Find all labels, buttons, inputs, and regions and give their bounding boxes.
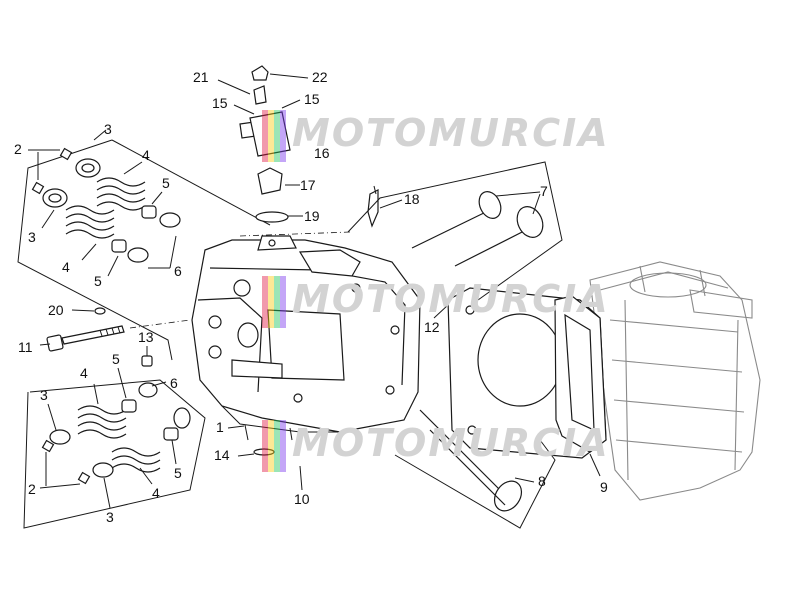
valves-exhaust [419,409,523,512]
head-bolt [46,325,125,352]
watermark-text: MOTOMURCIA [292,277,610,321]
axis-line [129,319,191,329]
valves-intake [411,191,544,267]
callout-label: 11 [18,339,33,355]
callout-label: 2 [28,481,36,497]
upper-valve-train [31,147,181,263]
watermark-bottom: MOTOMURCIA [262,420,610,472]
callout-label: 9 [600,479,608,495]
cylinder-block [589,261,761,501]
callout-label: 3 [106,509,114,525]
o-ring-20 [94,307,106,315]
callout-label: 12 [424,319,440,335]
callout-label: 13 [138,329,154,345]
callout-label: 3 [40,387,48,403]
callout-label: 15 [212,95,228,111]
group-bracket-upper [17,139,173,361]
bracket-line [111,139,271,226]
cylinder-head [191,235,421,441]
callout-label: 5 [174,465,182,481]
callout-label: 6 [174,263,182,279]
callout-label: 3 [104,121,112,137]
group-bracket-right [347,161,563,301]
callout-label: 20 [48,302,64,318]
callout-label: 5 [94,273,102,289]
callout-label: 4 [80,365,88,381]
callout-label: 14 [214,447,230,463]
callout-label: 5 [112,351,120,367]
watermark-top: MOTOMURCIA [262,110,610,162]
callout-label: 21 [193,69,209,85]
callout-label: 8 [538,473,546,489]
group-bracket-valves-lower [394,439,556,529]
callout-label: 6 [170,375,178,391]
callout-label: 15 [304,91,320,107]
callout-label: 4 [152,485,160,501]
callout-label: 16 [314,145,330,161]
callout-label: 2 [14,141,22,157]
callout-label: 1 [216,419,224,435]
axis-line-top [239,231,351,237]
watermark-middle: MOTOMURCIA [262,276,610,328]
callout-label: 18 [404,191,420,207]
watermark-text: MOTOMURCIA [292,111,610,155]
callout-label: 17 [300,177,316,193]
callout-labels: 21 22 15 15 16 17 18 19 7 2 3 4 5 3 4 5 … [14,69,608,525]
group-bracket-lower [23,379,206,529]
watermark-text: MOTOMURCIA [292,421,610,465]
callout-label: 19 [304,208,320,224]
callout-label: 4 [142,147,150,163]
top-fittings [239,65,379,228]
callout-label: 10 [294,491,310,507]
callout-label: 3 [28,229,36,245]
side-gasket [554,295,607,453]
callout-label: 4 [62,259,70,275]
leader-lines [28,73,601,509]
callout-label: 5 [162,175,170,191]
o-ring-14 [253,448,275,456]
lower-valve-train [41,382,191,485]
callout-label: 7 [540,183,548,199]
callout-label: 22 [312,69,328,85]
dowel-13 [141,355,153,367]
